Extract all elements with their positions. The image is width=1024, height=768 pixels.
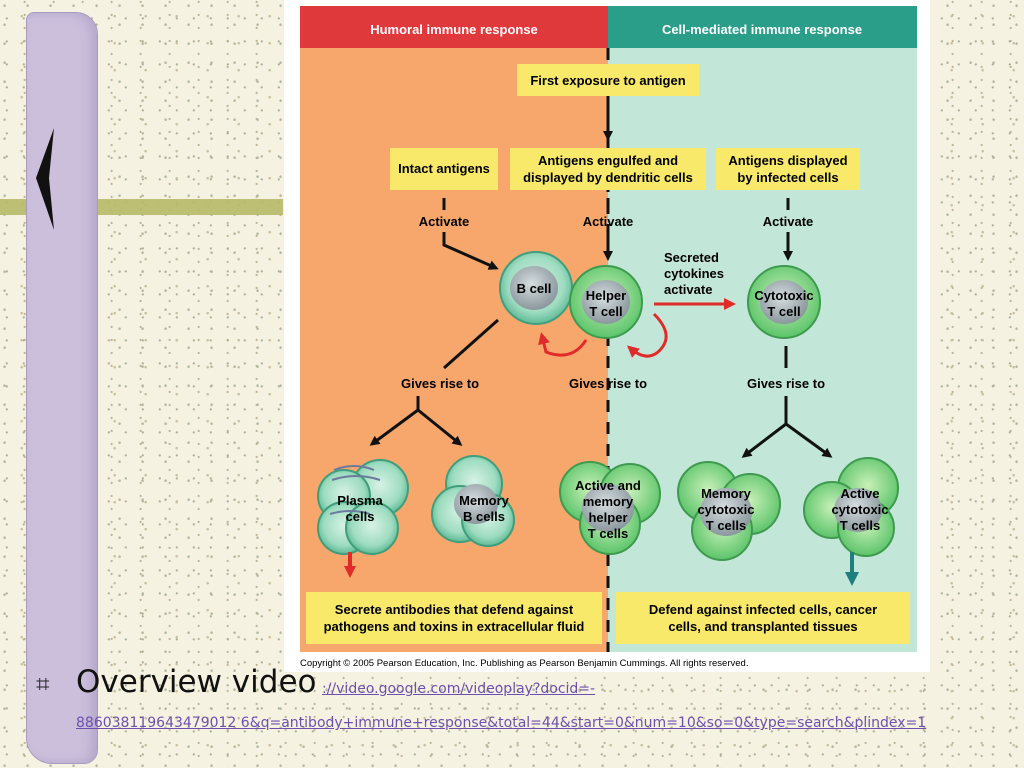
gives-rise-label-1: Gives rise to xyxy=(401,376,479,391)
arrow-to-memory-b xyxy=(417,408,463,446)
activate-label-3: Activate xyxy=(763,214,814,229)
active-helper-label-4: T cells xyxy=(588,526,628,541)
memory-b-cells: Memory B cells xyxy=(431,455,515,547)
video-link-line-2[interactable]: 886038119643479012 6&q=antibody+immune+r… xyxy=(76,715,927,731)
gives-rise-label-2: Gives rise to xyxy=(569,376,647,391)
memory-b-label-1: Memory xyxy=(459,493,510,508)
humoral-panel xyxy=(300,6,608,652)
activate-label-2: Activate xyxy=(583,214,634,229)
active-cytotoxic-t-cells: Active cytotoxic T cells xyxy=(803,457,899,557)
activate-label-1: Activate xyxy=(419,214,470,229)
infected-antigens-box xyxy=(716,148,860,190)
copyright-text: Copyright © 2005 Pearson Education, Inc.… xyxy=(300,658,748,669)
active-cyto-label-2: cytotoxic xyxy=(831,502,888,517)
secreted-label-3: activate xyxy=(664,282,712,297)
b-cell: B cell xyxy=(499,251,573,325)
secreted-label-2: cytokines xyxy=(664,266,724,281)
secreted-label-1: Secreted xyxy=(664,250,719,265)
cell-mediated-header xyxy=(608,6,917,48)
secrete-text-1: Secrete antibodies that defend against xyxy=(335,602,574,617)
intact-antigens-box xyxy=(390,148,498,190)
active-helper-label-2: memory xyxy=(583,494,634,509)
first-exposure-box xyxy=(517,64,699,96)
arrow-to-memory-cyto xyxy=(741,422,787,458)
bullet-icon: ⌗ xyxy=(36,670,50,698)
active-cyto-label-3: T cells xyxy=(840,518,880,533)
immune-diagram-svg: Humoral immune response Cell-mediated im… xyxy=(300,6,917,669)
active-memory-helper-t-cells: Active and memory helper T cells xyxy=(559,461,661,555)
humoral-header xyxy=(300,6,608,48)
humoral-header-text: Humoral immune response xyxy=(370,22,538,37)
active-helper-label-3: helper xyxy=(588,510,627,525)
cytotoxic-label-2: T cell xyxy=(767,304,800,319)
branch-b-line xyxy=(443,318,499,370)
cytotoxic-label-1: Cytotoxic xyxy=(754,288,813,303)
plasma-label-1: Plasma xyxy=(337,493,383,508)
arrow-activate-b xyxy=(442,232,499,270)
infected-text-2: by infected cells xyxy=(737,170,838,185)
red-curve-arrow-left xyxy=(538,332,588,357)
arrow-to-plasma xyxy=(369,408,419,446)
helper-t-cell: Helper T cell xyxy=(569,265,643,339)
plasma-cells: Plasma cells xyxy=(317,459,409,555)
cell-outcome-box xyxy=(616,592,910,644)
defend-text-1: Defend against infected cells, cancer xyxy=(649,602,877,617)
lavender-accent-bar xyxy=(26,12,98,764)
memory-cyto-label-3: T cells xyxy=(706,518,746,533)
first-exposure-text: First exposure to antigen xyxy=(530,73,685,88)
humoral-outcome-box xyxy=(306,592,602,644)
helper-label-2: T cell xyxy=(589,304,622,319)
memory-cytotoxic-t-cells: Memory cytotoxic T cells xyxy=(677,461,781,561)
video-link-line-1[interactable]: ://video.google.com/videoplay?docid=- xyxy=(322,681,596,697)
arrow-to-active-cyto xyxy=(785,422,833,458)
defend-text-2: cells, and transplanted tissues xyxy=(668,619,857,634)
engulfed-text-2: displayed by dendritic cells xyxy=(523,170,693,185)
infected-text-1: Antigens displayed xyxy=(728,153,847,168)
b-cell-label: B cell xyxy=(517,281,552,296)
engulfed-text-1: Antigens engulfed and xyxy=(538,153,678,168)
cell-mediated-header-text: Cell-mediated immune response xyxy=(662,22,862,37)
engulfed-antigens-box xyxy=(510,148,706,190)
cytotoxic-t-cell: Cytotoxic T cell xyxy=(747,265,821,339)
chevron-decoration-icon xyxy=(36,128,54,230)
secrete-text-2: pathogens and toxins in extracellular fl… xyxy=(324,619,585,634)
gives-rise-label-3: Gives rise to xyxy=(747,376,825,391)
active-cyto-label-1: Active xyxy=(840,486,879,501)
plasma-label-2: cells xyxy=(346,509,375,524)
intact-antigens-text: Intact antigens xyxy=(398,161,490,176)
overview-title: Overview video xyxy=(76,664,317,700)
immune-response-figure: Humoral immune response Cell-mediated im… xyxy=(284,0,930,672)
memory-cyto-label-1: Memory xyxy=(701,486,752,501)
active-helper-label-1: Active and xyxy=(575,478,641,493)
red-curve-arrow-right xyxy=(626,312,668,358)
memory-b-label-2: B cells xyxy=(463,509,505,524)
helper-label-1: Helper xyxy=(586,288,626,303)
teal-arrow-head xyxy=(845,572,859,586)
memory-cyto-label-2: cytotoxic xyxy=(697,502,754,517)
